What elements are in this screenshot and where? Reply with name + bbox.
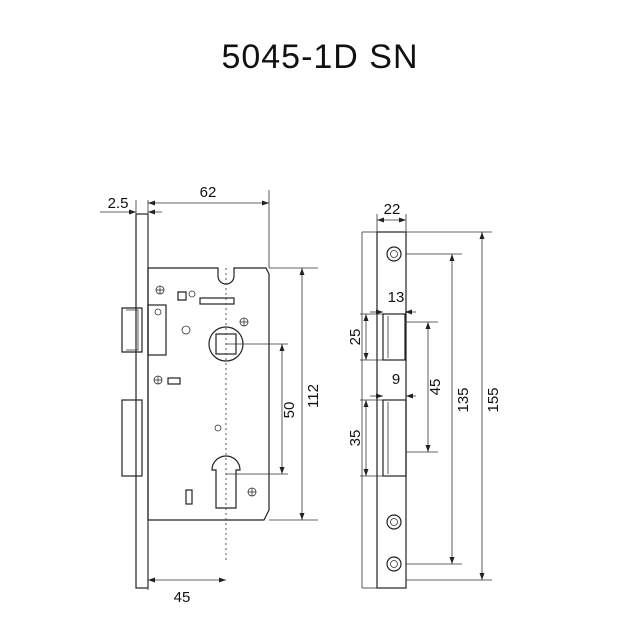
dim-45-side: 45: [427, 379, 444, 396]
dim-50: 50: [281, 402, 298, 419]
lock-case: [147, 267, 270, 521]
latch-bolt: [121, 307, 143, 353]
cylinder-hole: [211, 455, 241, 509]
dim-155: 155: [485, 387, 502, 412]
dim-2-5: 2.5: [108, 195, 129, 212]
dim-22: 22: [384, 201, 401, 218]
dim-9: 9: [392, 371, 400, 388]
dim-13: 13: [388, 289, 405, 306]
deadbolt-side: [382, 399, 407, 477]
deadbolt: [121, 399, 143, 477]
screw-hole-icon: [386, 246, 402, 262]
front-view: 62 2.5 45 50 112: [100, 184, 322, 606]
dim-45-backset: 45: [174, 589, 191, 606]
latch-side: [382, 313, 406, 361]
dim-135: 135: [455, 387, 472, 412]
dim-35: 35: [347, 430, 364, 447]
dim-25: 25: [347, 329, 364, 346]
dim-112: 112: [305, 384, 322, 408]
latch-body: [147, 304, 167, 356]
dim-62: 62: [200, 184, 217, 201]
faceplate-side: [376, 231, 407, 589]
side-view: 22 13 9 25 35 45 135: [347, 201, 502, 589]
slot: [199, 297, 235, 305]
screw-hole-icon: [386, 556, 402, 572]
model-title: 5045-1D SN: [221, 38, 419, 76]
screw-hole-icon: [386, 514, 402, 530]
